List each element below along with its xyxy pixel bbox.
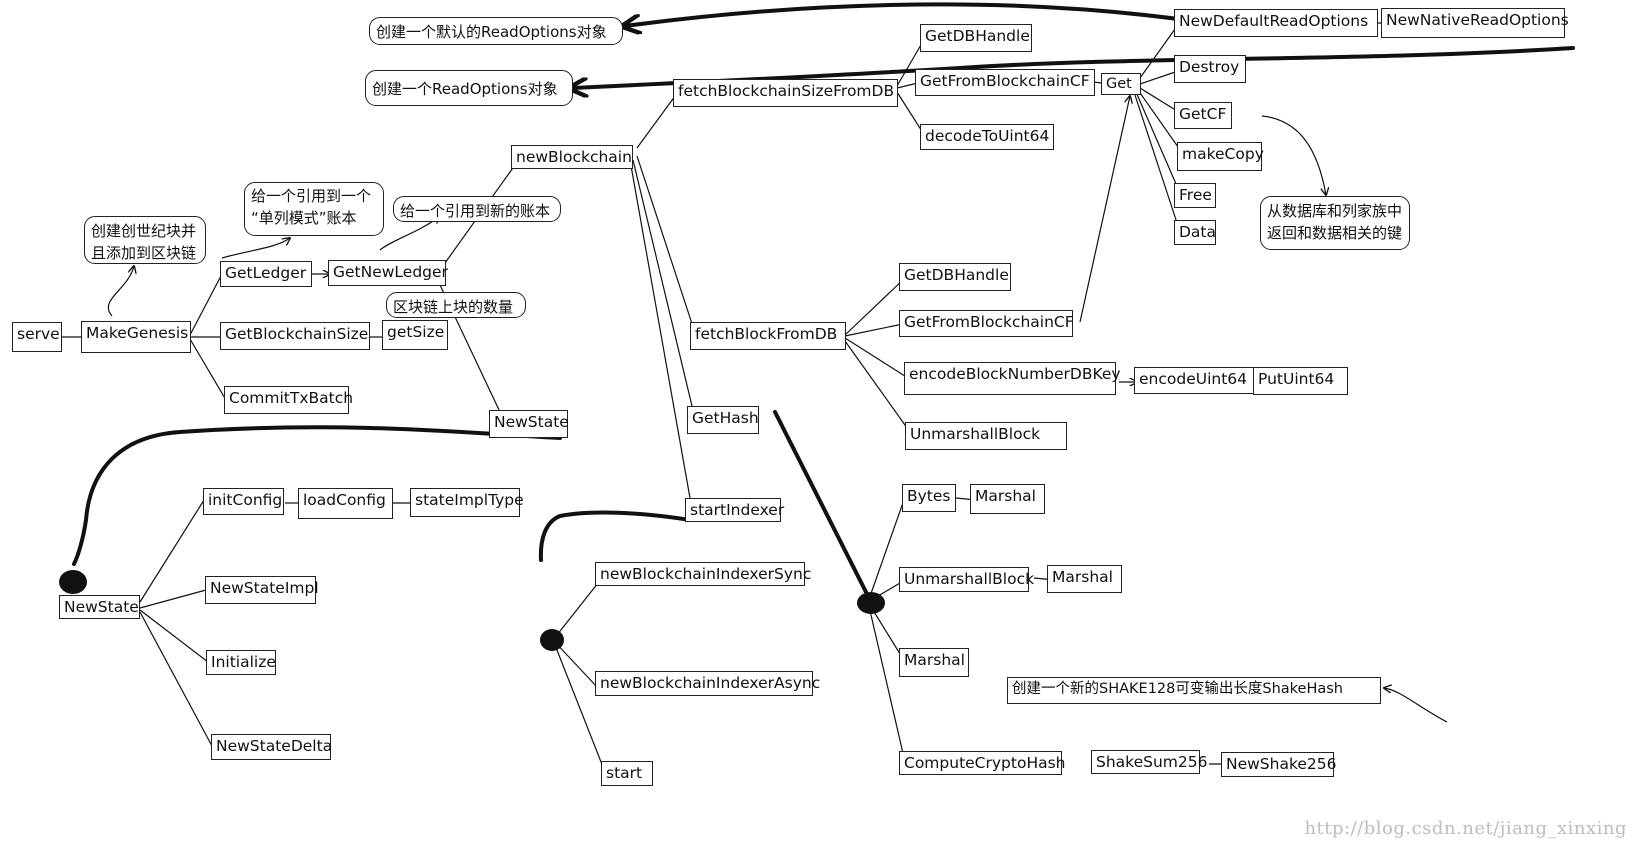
node-start-indexer[interactable]: startIndexer (685, 498, 784, 522)
note-return-key: 从数据库和列家族中 返回和数据相关的键 (1260, 196, 1410, 250)
node-unmarshall-block-1[interactable]: UnmarshallBlock (905, 422, 1067, 450)
node-encode-uint64[interactable]: encodeUint64 (1134, 367, 1255, 394)
node-shake-sum-256[interactable]: ShakeSum256 (1091, 750, 1207, 774)
note-default-read-options: 创建一个默认的ReadOptions对象 (369, 17, 623, 45)
node-get-cf[interactable]: GetCF (1174, 102, 1232, 129)
node-load-config[interactable]: loadConfig (298, 488, 393, 519)
node-make-genesis[interactable]: MakeGenesis (81, 321, 191, 353)
node-destroy[interactable]: Destroy (1174, 55, 1246, 83)
node-get-db-handle-2[interactable]: GetDBHandle (899, 263, 1011, 291)
node-init-config[interactable]: initConfig (203, 488, 284, 515)
node-marshal-2[interactable]: Marshal (1047, 565, 1122, 593)
node-decode-to-uint64[interactable]: decodeToUint64 (920, 124, 1054, 150)
node-encode-block-number-db-key[interactable]: encodeBlockNumberDBKey (904, 362, 1121, 395)
node-new-blockchain-indexer-sync[interactable]: newBlockchainIndexerSync (595, 562, 811, 586)
node-new-default-read-options[interactable]: NewDefaultReadOptions (1174, 9, 1378, 37)
node-get-from-blockchain-cf-1[interactable]: GetFromBlockchainCF (915, 69, 1095, 96)
node-commit-tx-batch[interactable]: CommitTxBatch (224, 386, 353, 414)
node-marshal-1[interactable]: Marshal (970, 484, 1045, 514)
node-new-state[interactable]: NewState (59, 595, 140, 619)
node-new-state-impl[interactable]: NewStateImpl (205, 576, 319, 604)
node-new-state-top[interactable]: NewState (489, 410, 569, 438)
note-new-ledger: 给一个引用到新的账本 (393, 196, 561, 222)
node-fetch-blockchain-size-from-db[interactable]: fetchBlockchainSizeFromDB (673, 79, 898, 107)
node-state-impl-type[interactable]: stateImplType (410, 488, 524, 517)
note-read-options: 创建一个ReadOptions对象 (365, 70, 573, 106)
node-new-state-delta[interactable]: NewStateDelta (211, 734, 332, 760)
node-new-shake-256[interactable]: NewShake256 (1221, 752, 1337, 777)
node-get-new-ledger[interactable]: GetNewLedger (328, 260, 448, 286)
node-new-native-read-options[interactable]: NewNativeReadOptions (1381, 8, 1569, 38)
note-shake128: 创建一个新的SHAKE128可变输出长度ShakeHash (1007, 677, 1381, 704)
node-get-ledger[interactable]: GetLedger (220, 261, 312, 287)
node-new-blockchain-indexer-async[interactable]: newBlockchainIndexerAsync (595, 671, 820, 696)
node-data[interactable]: Data (1174, 220, 1216, 245)
node-get-size[interactable]: getSize (382, 320, 448, 350)
note-singleton-ledger: 给一个引用到一个 “单列模式”账本 (244, 182, 384, 236)
node-get-from-blockchain-cf-2[interactable]: GetFromBlockchainCF (899, 310, 1074, 337)
node-get-db-handle-1[interactable]: GetDBHandle (920, 24, 1032, 52)
node-compute-crypto-hash[interactable]: ComputeCryptoHash (899, 751, 1066, 775)
node-new-blockchain[interactable]: newBlockchain (511, 145, 633, 169)
node-put-uint64[interactable]: PutUint64 (1253, 367, 1348, 395)
node-marshal-3[interactable]: Marshal (899, 648, 969, 677)
node-initialize[interactable]: Initialize (206, 650, 276, 675)
node-fetch-block-from-db[interactable]: fetchBlockFromDB (690, 322, 846, 350)
node-make-copy[interactable]: makeCopy (1177, 142, 1264, 171)
node-get-hash[interactable]: GetHash (687, 406, 759, 434)
node-free[interactable]: Free (1174, 183, 1216, 208)
node-get[interactable]: Get (1101, 73, 1141, 95)
note-genesis: 创建创世纪块并 且添加到区块链 (84, 216, 206, 264)
node-start[interactable]: start (601, 761, 653, 786)
node-serve[interactable]: serve (12, 322, 62, 352)
node-bytes[interactable]: Bytes (902, 484, 956, 512)
node-get-blockchain-size[interactable]: GetBlockchainSize (220, 322, 370, 350)
node-unmarshall-block-2[interactable]: UnmarshallBlock (899, 567, 1034, 592)
watermark-url: http://blog.csdn.net/jiang_xinxing (1304, 818, 1627, 839)
note-block-count: 区块链上块的数量 (386, 292, 526, 318)
